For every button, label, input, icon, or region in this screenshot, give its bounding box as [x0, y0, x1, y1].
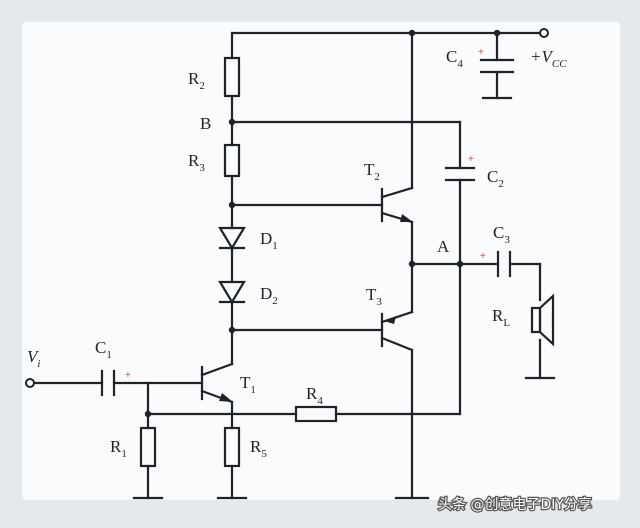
resistor-r1	[139, 426, 157, 468]
capacitor-c1	[100, 369, 116, 397]
label-t1: T1	[240, 373, 256, 396]
label-r1: R1	[110, 437, 127, 460]
junction-dot	[228, 201, 236, 209]
label-d1: D1	[260, 229, 278, 252]
junction-dot	[408, 29, 416, 37]
label-rl: RL	[492, 306, 510, 329]
resistor-r3	[223, 143, 241, 178]
speaker-rl	[530, 293, 555, 347]
label-r3: R3	[188, 151, 205, 174]
diode-d1	[218, 226, 246, 251]
label-r2: R2	[188, 69, 205, 92]
capacitor-c3	[496, 250, 512, 278]
transistor-t2	[380, 186, 414, 224]
resistor-r2	[223, 56, 241, 98]
label-d2: D2	[260, 284, 278, 307]
resistor-r5	[223, 426, 241, 468]
label-t3: T3	[366, 285, 382, 308]
label-node-a: A	[437, 237, 450, 256]
label-c1: C1	[95, 338, 112, 361]
label-r4: R4	[306, 384, 323, 407]
label-c3: C3	[493, 223, 510, 246]
polarity-c2: +	[468, 154, 474, 165]
capacitor-c2	[444, 166, 476, 182]
watermark: 头条 @创意电子DIY分享	[438, 496, 592, 513]
junction-dot	[144, 410, 152, 418]
label-vi: Vi	[27, 347, 40, 370]
capacitor-c4	[479, 58, 515, 74]
transistor-t1	[200, 362, 234, 404]
wires	[32, 31, 542, 500]
polarity-c4: +	[478, 47, 484, 58]
label-vcc: +VCC	[530, 47, 567, 70]
label-c4: C4	[446, 47, 463, 70]
diode-d2	[218, 280, 246, 305]
junction-dot	[493, 29, 501, 37]
transistor-t3	[380, 310, 414, 352]
junction-dot	[228, 118, 236, 126]
junction-dot	[456, 260, 464, 268]
label-c2: C2	[487, 167, 504, 190]
resistor-r4	[294, 405, 338, 423]
label-node-b: B	[200, 114, 211, 133]
polarity-c1: +	[125, 370, 131, 381]
vi-terminal	[25, 378, 35, 388]
polarity-c3: +	[480, 251, 486, 262]
labels: R2 B R3 D1 D2 T2 T3 T1 A C2 C3 C4 +VCC R…	[27, 47, 567, 460]
vcc-terminal	[539, 28, 549, 38]
junction-dot	[408, 260, 416, 268]
label-r5: R5	[250, 437, 267, 460]
junction-dot	[228, 326, 236, 334]
label-t2: T2	[364, 160, 380, 183]
